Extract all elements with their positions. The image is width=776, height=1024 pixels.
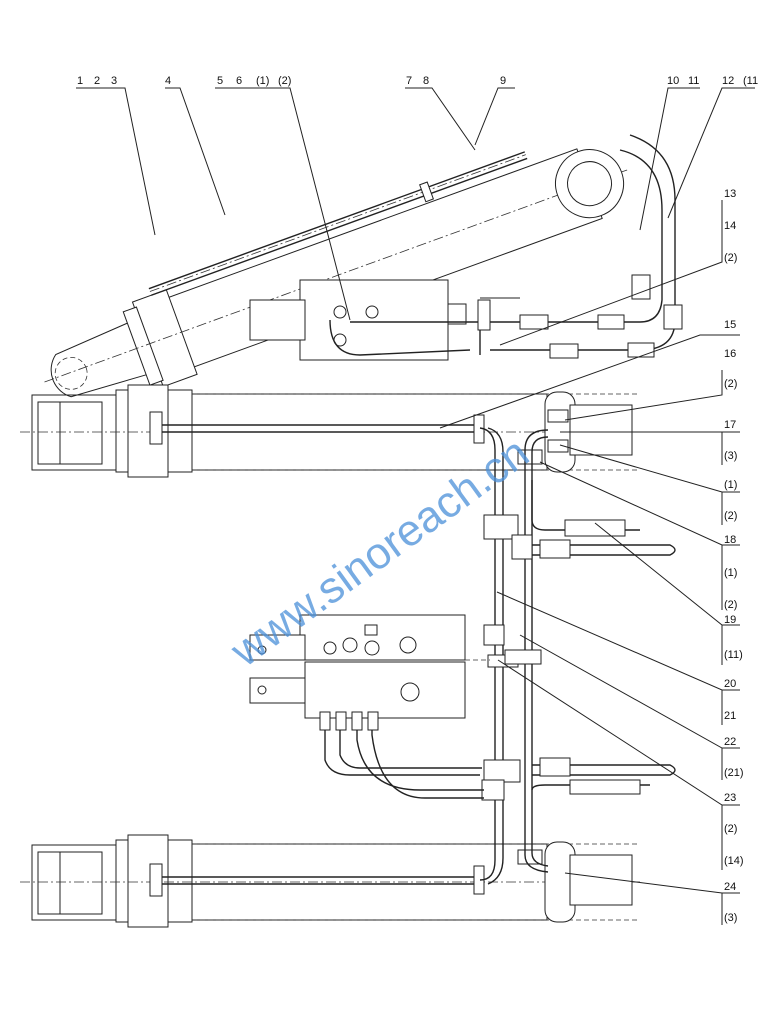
part-label: 19	[724, 614, 736, 626]
part-label: 7	[406, 75, 412, 87]
part-label: 2	[94, 75, 100, 87]
part-label: 20	[724, 678, 736, 690]
part-label: (2)	[724, 252, 737, 264]
part-label: 14	[724, 220, 736, 232]
middle-cylinder	[20, 384, 640, 478]
part-label: 12	[722, 75, 734, 87]
part-label: 13	[724, 188, 736, 200]
part-label: (1)	[256, 75, 269, 87]
top-valve-block	[249, 134, 683, 361]
part-label: 3	[111, 75, 117, 87]
part-label: (2)	[278, 75, 291, 87]
part-label: (11	[743, 75, 758, 87]
part-label: 21	[724, 710, 736, 722]
part-label: (1)	[724, 567, 737, 579]
part-label: (3)	[724, 912, 737, 924]
part-label: 5	[217, 75, 223, 87]
part-label: 18	[724, 534, 736, 546]
part-label: (2)	[724, 378, 737, 390]
part-label: 16	[724, 348, 736, 360]
part-label: 17	[724, 419, 736, 431]
top-cylinder	[44, 148, 628, 398]
part-label: (2)	[724, 510, 737, 522]
leader-lines	[76, 87, 755, 925]
part-label: 6	[236, 75, 242, 87]
part-label: 4	[165, 75, 171, 87]
part-label: 8	[423, 75, 429, 87]
part-label: (14)	[724, 855, 744, 867]
part-label: (2)	[724, 599, 737, 611]
part-label: (3)	[724, 450, 737, 462]
part-label: 10	[667, 75, 679, 87]
part-label: 11	[688, 75, 699, 87]
main-valve-block	[249, 614, 490, 799]
part-label: 15	[724, 319, 736, 331]
part-label: 9	[500, 75, 506, 87]
part-label: 1	[77, 75, 83, 87]
part-label: 24	[724, 881, 736, 893]
part-label: (2)	[724, 823, 737, 835]
part-label: (11)	[724, 649, 743, 661]
part-label: 22	[724, 736, 736, 748]
central-piping	[479, 427, 676, 885]
bottom-cylinder	[20, 834, 640, 928]
part-label: (1)	[724, 479, 737, 491]
part-label: (21)	[724, 767, 744, 779]
part-label: 23	[724, 792, 736, 804]
